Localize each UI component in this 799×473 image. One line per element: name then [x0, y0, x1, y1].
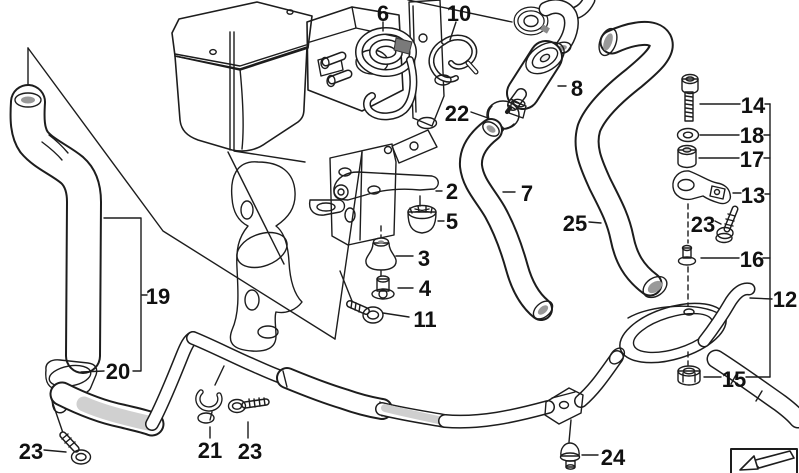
plug-4: [371, 275, 395, 300]
spacer-17: [677, 144, 697, 169]
fuel-pump-8: [505, 40, 565, 114]
callout-19-19: 19: [146, 284, 170, 309]
bolt-14: [681, 73, 699, 122]
callout-5-5: 5: [446, 209, 458, 234]
callout-21-22: 21: [198, 438, 222, 463]
callout-7-9: 7: [521, 181, 533, 206]
bolt-23-left: [50, 397, 92, 465]
pipe-clamp-bracket: [544, 387, 584, 425]
bracket-13: [672, 170, 732, 205]
callout-17-13: 17: [740, 147, 764, 172]
bolt-11: [339, 270, 384, 324]
rubber-mount-5: [407, 204, 437, 234]
heater-body: [174, 46, 308, 152]
support-casting: [229, 161, 303, 352]
group-bracket-left: [80, 217, 148, 373]
grommet-24: [559, 419, 581, 470]
callout-4-7: 4: [419, 276, 432, 301]
callout-8-2: 8: [571, 76, 583, 101]
callout-3-6: 3: [418, 246, 430, 271]
continue-arrow-icon: [739, 450, 795, 471]
holder-arm-2: [308, 171, 439, 216]
nut-15: [677, 365, 701, 386]
coiled-hose-6: [355, 27, 418, 121]
callout-14-11: 14: [741, 93, 766, 118]
callout-10-1: 10: [447, 1, 471, 26]
clamp-21: [195, 365, 225, 424]
callout-18-12: 18: [740, 123, 764, 148]
nav-arrow[interactable]: [730, 448, 798, 473]
washer-18: [676, 127, 700, 143]
callout-22-3: 22: [445, 101, 469, 126]
callout-25-10: 25: [563, 211, 587, 236]
callout-20-20: 20: [106, 359, 130, 384]
rubber-buffer-3: [365, 237, 397, 271]
callout-23-21: 23: [19, 439, 43, 464]
bolt-23-middle: [227, 397, 270, 414]
silencer-12: [619, 282, 799, 429]
heater-unit: [171, 0, 445, 164]
callout-23-15: 23: [691, 212, 715, 237]
callout-16-16: 16: [740, 247, 764, 272]
callout-24-24: 24: [601, 445, 626, 470]
callout-6-0: 6: [377, 1, 389, 26]
water-stub: [326, 74, 336, 88]
callout-2-4: 2: [446, 179, 458, 204]
callout-15-18: 15: [722, 367, 746, 392]
water-hose-19: [9, 84, 102, 374]
clamp-10: [428, 34, 479, 86]
bolt-23-right: [715, 205, 739, 244]
stud-16: [677, 244, 697, 266]
mounting-plate: [329, 143, 397, 246]
leader-lines: [43, 0, 773, 456]
callout-13-14: 13: [741, 183, 765, 208]
water-stub: [320, 56, 330, 70]
callout-12-17: 12: [773, 287, 797, 312]
bracket-mount: [391, 129, 438, 164]
hose-7: [458, 118, 554, 321]
hose-clamp-top: [513, 0, 596, 55]
hose-25: [574, 21, 674, 299]
callout-23-23: 23: [238, 439, 262, 464]
underbody-pipe: [49, 331, 626, 437]
callout-11-8: 11: [413, 307, 436, 332]
mounting-bracket-assembly: [229, 143, 397, 352]
